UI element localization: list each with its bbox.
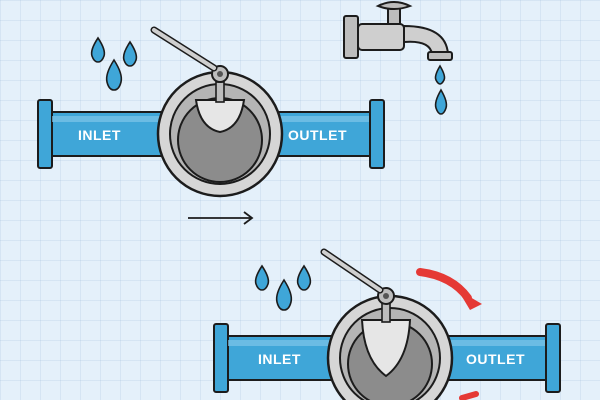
outlet-flange: [545, 323, 561, 393]
outlet-label: OUTLET: [466, 351, 525, 367]
top-valve-assembly: INLET OUTLET: [37, 26, 385, 225]
bottom-valve-assembly: INLET OUTLET: [213, 248, 561, 400]
water-drop-icon: [90, 36, 138, 91]
inlet-label: INLET: [258, 351, 301, 367]
valve-disc: [360, 319, 412, 378]
water-drop-icon: [254, 264, 312, 311]
inlet-flange: [37, 99, 53, 169]
outlet-flange: [369, 99, 385, 169]
flow-arrow-icon: [188, 211, 254, 225]
valve-disc: [194, 99, 246, 134]
inlet-flange: [213, 323, 229, 393]
rotation-arrow-icon: [416, 268, 482, 400]
inlet-label: INLET: [78, 127, 121, 143]
faucet-icon: [343, 1, 453, 61]
outlet-label: OUTLET: [288, 127, 347, 143]
water-drop-icon: [434, 64, 448, 115]
